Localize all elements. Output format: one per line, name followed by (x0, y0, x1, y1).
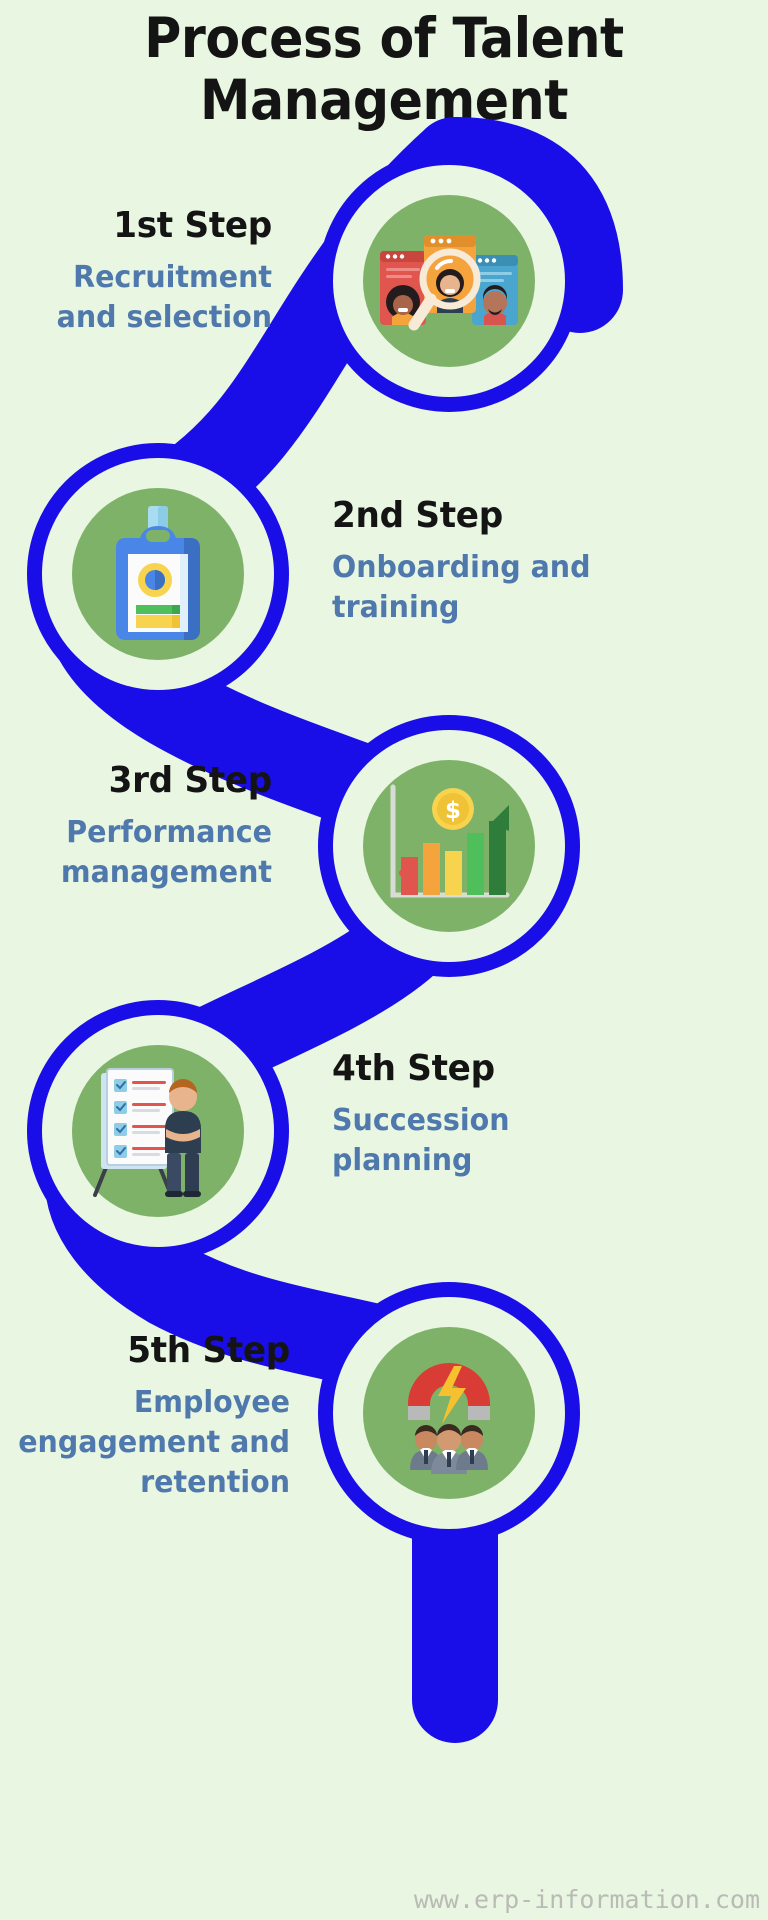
svg-text:$: $ (445, 798, 461, 824)
step-icon-disc-2 (72, 488, 244, 660)
step-circle-1[interactable] (318, 150, 580, 412)
step-number-3: 3rd Step (108, 760, 273, 801)
page-title: Process of Talent Management (144, 6, 624, 132)
candidate-search-icon (363, 195, 535, 367)
step-circle-4[interactable] (27, 1000, 289, 1262)
footer-url: www.erp-information.com (413, 1885, 760, 1914)
step-number-4: 4th Step (332, 1048, 495, 1089)
id-badge-icon (72, 488, 244, 660)
growth-bar-chart-icon: $ (363, 760, 535, 932)
step-icon-disc-1 (363, 195, 535, 367)
step-description-4: Succession planning (332, 1103, 510, 1179)
step-icon-disc-5 (363, 1327, 535, 1499)
step-text-2: 2nd Step Onboarding and training (332, 495, 652, 628)
step-circle-3[interactable]: $ (318, 715, 580, 977)
step-number-5: 5th Step (127, 1330, 290, 1371)
step-description-5: Employee engagement and retention (18, 1385, 291, 1501)
step-text-3: 3rd Step Performance management (0, 760, 272, 893)
step-text-1: 1st Step Recruitment and selection (0, 205, 273, 338)
step-description-1: Recruitment and selection (56, 260, 272, 336)
step-icon-disc-3: $ (363, 760, 535, 932)
step-icon-disc-4 (72, 1045, 244, 1217)
magnet-team-icon (363, 1327, 535, 1499)
step-text-4: 4th Step Succession planning (332, 1048, 652, 1181)
checklist-board-person-icon (72, 1045, 244, 1217)
step-description-2: Onboarding and training (332, 550, 591, 626)
step-circle-2[interactable] (27, 443, 289, 705)
step-circle-5[interactable] (318, 1282, 580, 1544)
step-number-1: 1st Step (113, 205, 272, 246)
step-text-5: 5th Step Employee engagement and retenti… (0, 1330, 290, 1503)
step-number-2: 2nd Step (332, 495, 503, 536)
step-description-3: Performance management (60, 815, 272, 891)
